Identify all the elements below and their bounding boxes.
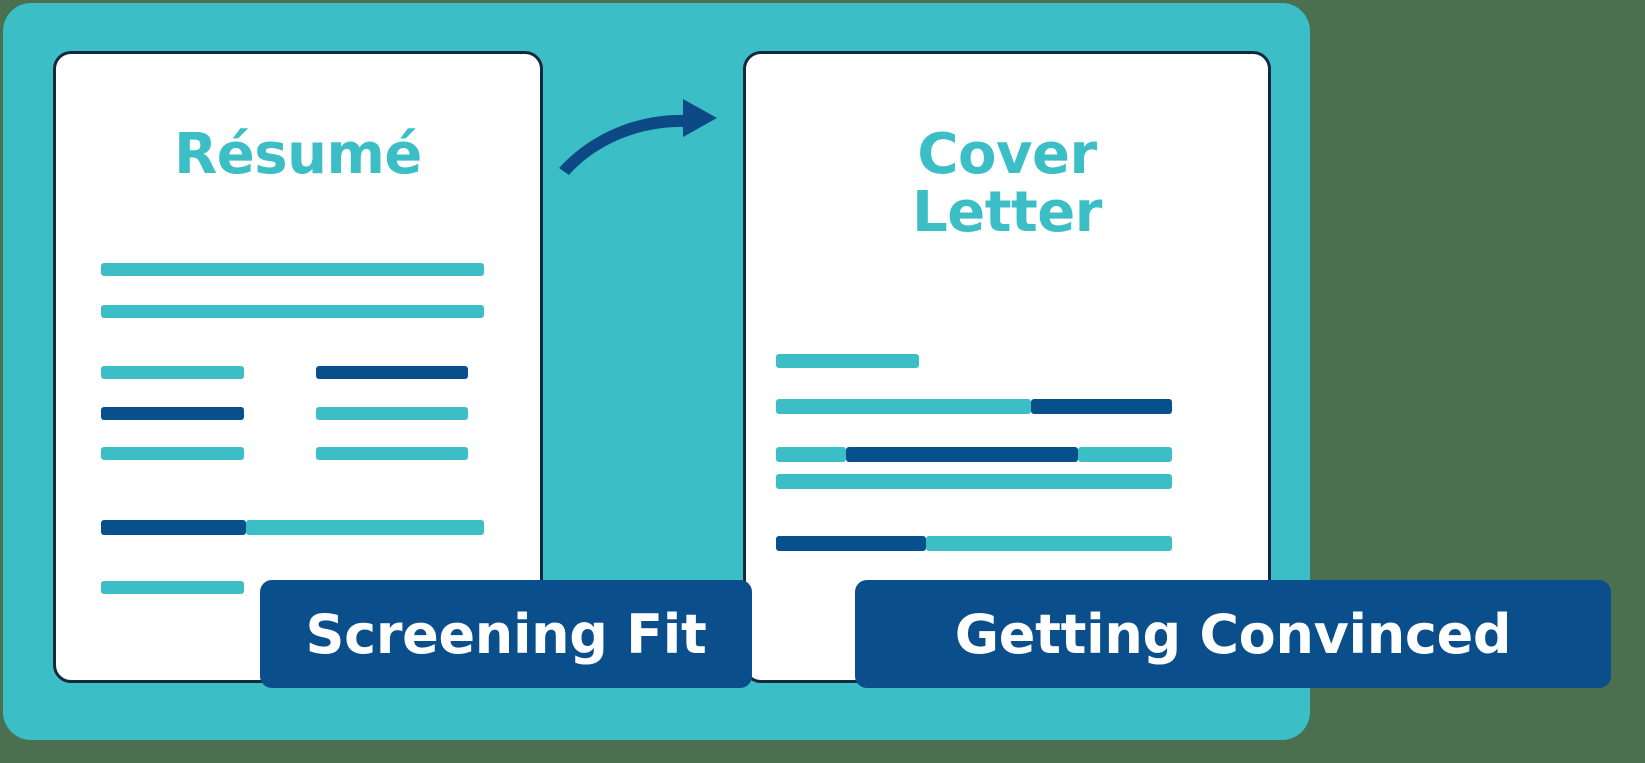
cover-letter-text-line-3 xyxy=(1031,399,1172,414)
curved-arrow-icon xyxy=(543,91,733,176)
cover-letter-card[interactable]: Cover Letter xyxy=(743,51,1271,683)
cover-letter-text-line-5 xyxy=(846,447,1078,462)
resume-text-line-3 xyxy=(101,366,244,379)
cover-letter-text-line-2 xyxy=(776,399,1031,414)
resume-text-line-2 xyxy=(101,305,484,318)
resume-text-line-5 xyxy=(101,407,244,420)
cover-letter-text-line-7 xyxy=(776,474,1172,489)
resume-text-line-4 xyxy=(316,366,468,379)
resume-text-line-8 xyxy=(316,447,468,460)
cover-letter-text-line-6 xyxy=(1078,447,1172,462)
cover-letter-text-line-8 xyxy=(776,536,926,551)
cover-letter-text-line-4 xyxy=(776,447,846,462)
cover-letter-card-title: Cover Letter xyxy=(912,122,1102,246)
cover-letter-text-line-9 xyxy=(926,536,1172,551)
resume-text-line-1 xyxy=(101,263,484,276)
teal-panel: Résumé Cover Letter xyxy=(3,3,1310,740)
resume-text-line-10 xyxy=(246,520,484,535)
resume-placeholder-lines xyxy=(56,54,540,680)
banner-getting-convinced[interactable]: Getting Convinced xyxy=(855,580,1611,688)
resume-card[interactable]: Résumé xyxy=(53,51,543,683)
resume-text-line-7 xyxy=(101,447,244,460)
cover-letter-text-line-1 xyxy=(776,354,919,368)
resume-text-line-11 xyxy=(101,581,244,594)
resume-text-line-9 xyxy=(101,520,246,535)
banner-screening-fit[interactable]: Screening Fit xyxy=(260,580,752,688)
resume-card-title: Résumé xyxy=(174,122,422,187)
cover-letter-placeholder-lines xyxy=(746,54,1268,680)
resume-text-line-6 xyxy=(316,407,468,420)
